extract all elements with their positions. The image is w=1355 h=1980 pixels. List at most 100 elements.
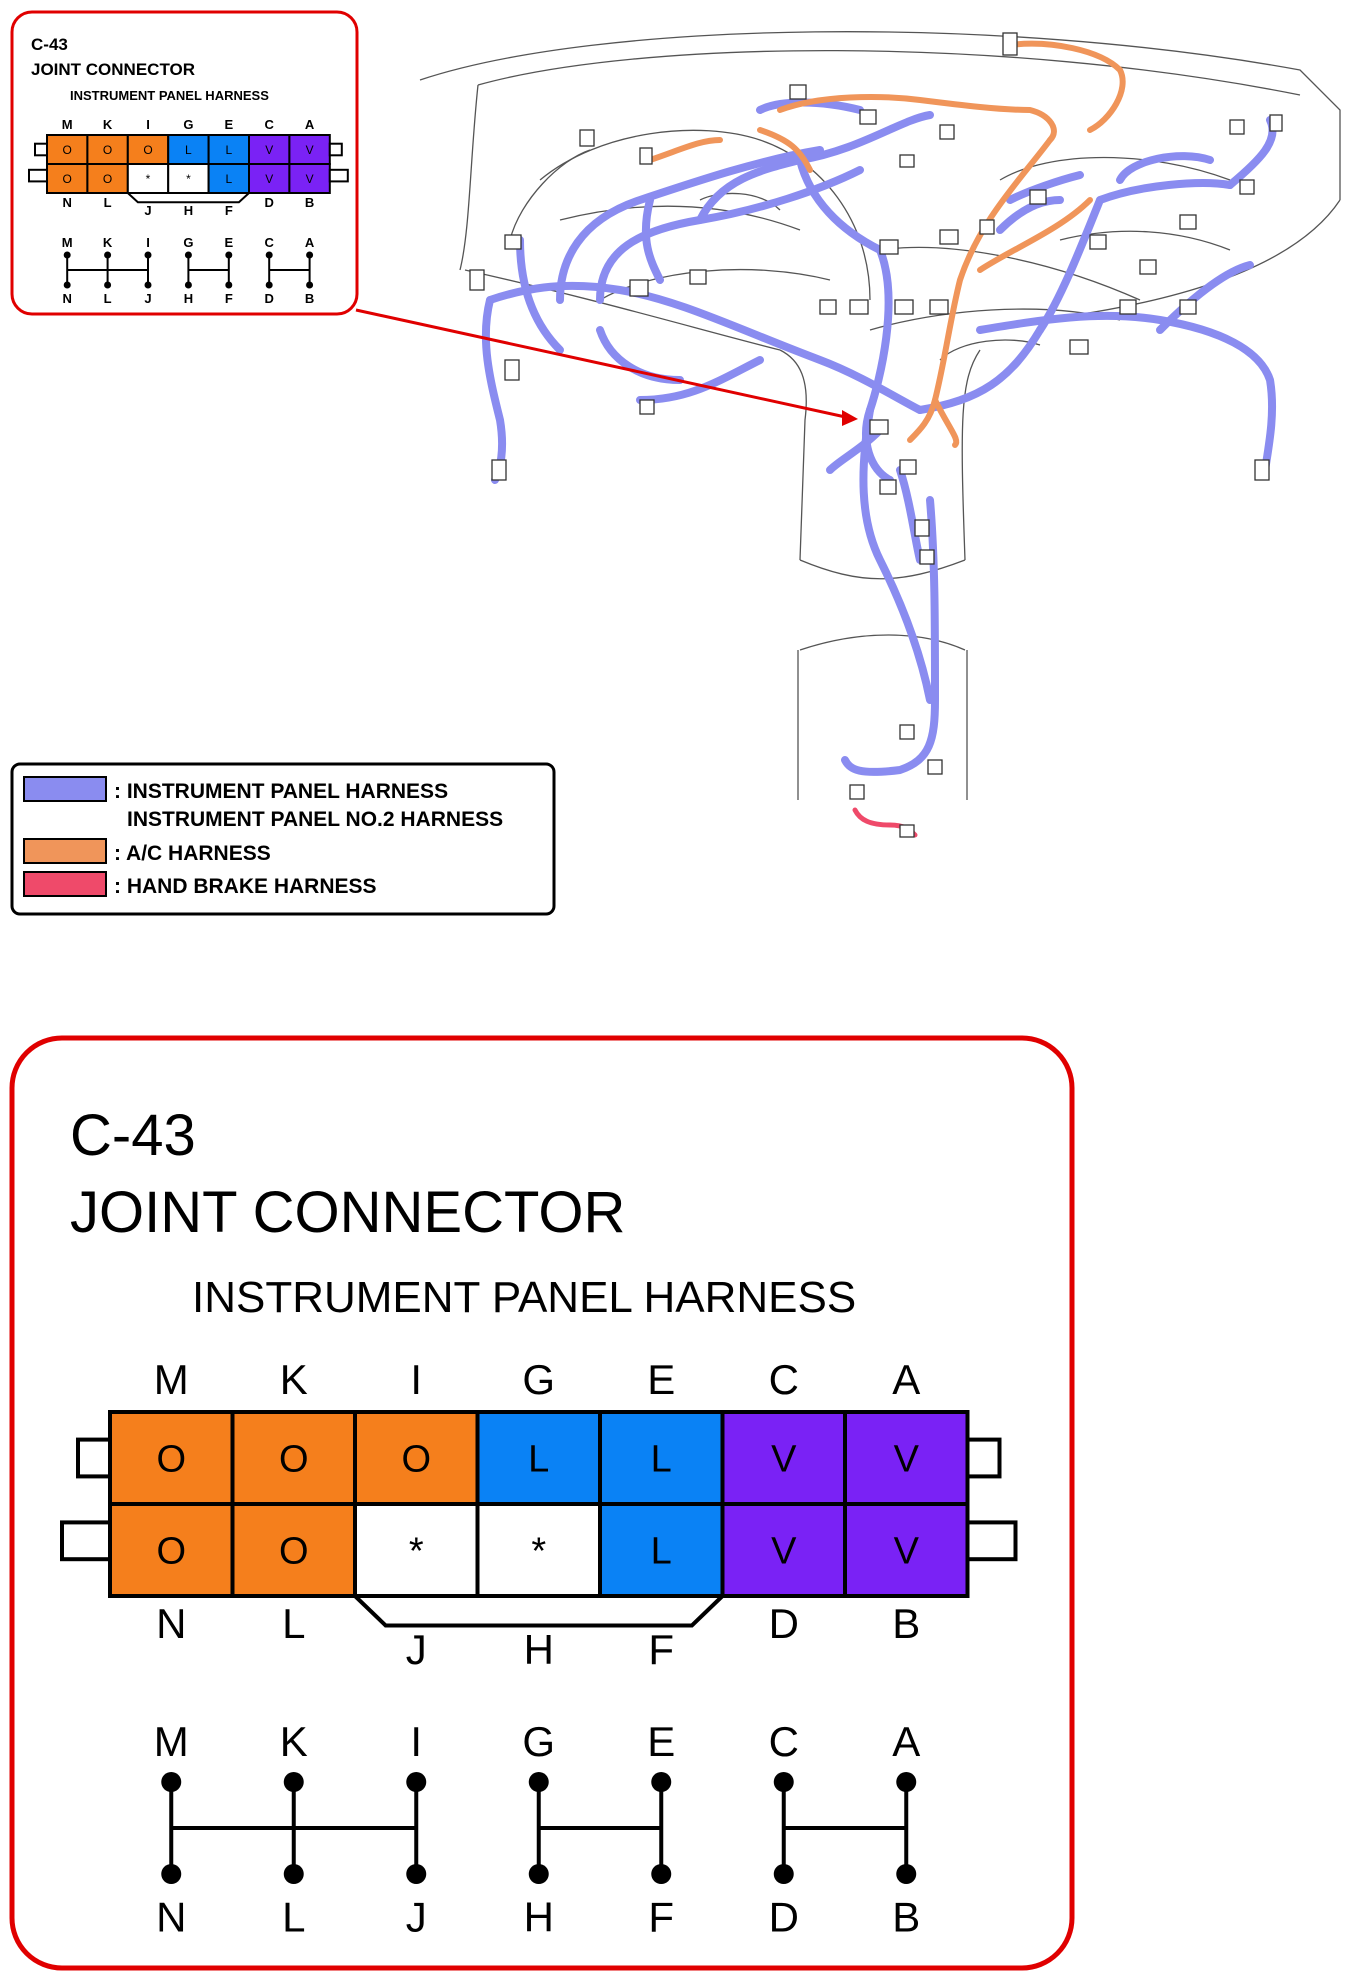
undefined-joint-terminal — [773, 1772, 794, 1792]
undefined-joint-terminal — [104, 251, 112, 259]
undefined-pin-label-bottom: D — [265, 195, 274, 210]
undefined-joint-label-top: C — [265, 235, 275, 250]
undefined-pin-label-bottom: J — [144, 203, 151, 218]
undefined-latch-right-top — [965, 1437, 1002, 1479]
undefined-joint-label-bottom: L — [282, 1894, 305, 1941]
undefined-pin-label-top: E — [224, 117, 233, 132]
undefined-latch-right-bottom — [965, 1520, 1018, 1562]
legend-swatch-ac — [23, 838, 107, 864]
inset-connector-name: JOINT CONNECTOR — [31, 60, 195, 79]
undefined-pin-label-bottom: B — [305, 195, 314, 210]
undefined-pin-label-bottom: H — [524, 1626, 554, 1673]
undefined-pin-wire-color: V — [771, 1439, 797, 1481]
undefined-connector-key — [127, 192, 250, 204]
undefined-pin-label-top: I — [410, 1356, 422, 1403]
undefined-pin-cell — [475, 1410, 602, 1506]
undefined-pin-label-top: K — [103, 117, 113, 132]
undefined-latch-right-top — [328, 142, 343, 157]
harness-legend: : INSTRUMENT PANEL HARNESS INSTRUMENT PA… — [10, 762, 556, 916]
undefined-joint-label-top: E — [224, 235, 233, 250]
undefined-pin-cell — [207, 134, 251, 165]
undefined-pin-wire-color: L — [225, 172, 232, 186]
undefined-joint-terminal — [144, 251, 152, 259]
undefined-pin-label-top: E — [647, 1356, 675, 1403]
undefined-joint-label-top: M — [154, 1718, 189, 1765]
undefined-pin-cell — [207, 163, 251, 194]
undefined-joint-terminal — [63, 281, 71, 289]
undefined-pin-label-bottom: B — [892, 1600, 920, 1647]
undefined-pin-wire-color: V — [306, 172, 314, 186]
undefined-pin-label-bottom: F — [225, 203, 233, 218]
undefined-pin-wire-color: O — [103, 172, 112, 186]
undefined-pin-wire-color: O — [279, 1439, 309, 1481]
undefined-pin-label-bottom: N — [156, 1600, 186, 1647]
undefined-pin-wire-color: V — [771, 1531, 797, 1573]
undefined-pin-wire-color: O — [63, 172, 72, 186]
undefined-pin-label-top: C — [265, 117, 275, 132]
undefined-joint-terminal — [225, 251, 233, 259]
undefined-latch-left-bottom — [28, 168, 48, 183]
undefined-pin-wire-color: V — [265, 172, 273, 186]
undefined-joint-terminal — [306, 251, 314, 259]
undefined-latch-left-top — [34, 142, 48, 157]
undefined-joint-label-top: K — [280, 1718, 308, 1765]
undefined-pin-label-bottom: H — [184, 203, 193, 218]
undefined-pin-cell — [288, 163, 331, 194]
undefined-pin-wire-color: O — [279, 1531, 309, 1573]
undefined-joint-terminal — [896, 1864, 917, 1884]
undefined-pin-label-top: K — [280, 1356, 308, 1403]
undefined-pin-label-bottom: J — [406, 1626, 427, 1673]
undefined-joint-terminal — [161, 1864, 182, 1884]
undefined-latch-left-top — [76, 1437, 112, 1479]
instrument-panel-illustration — [419, 31, 1341, 800]
undefined-pin-wire-color: V — [894, 1531, 920, 1573]
undefined-pin-wire-color: * — [409, 1531, 424, 1573]
undefined-pin-wire-color: L — [225, 143, 232, 157]
undefined-pin-wire-color: * — [146, 172, 151, 186]
legend-frame — [10, 762, 556, 916]
undefined-pin-label-top: M — [62, 117, 73, 132]
undefined-joint-label-bottom: D — [769, 1894, 799, 1941]
undefined-pin-wire-color: O — [143, 143, 152, 157]
undefined-joint-terminal — [144, 281, 152, 289]
undefined-joint-label-bottom: D — [265, 291, 274, 306]
undefined-joint-terminal — [104, 281, 112, 289]
undefined-pin-cell — [248, 163, 291, 194]
legend-label-instrument-panel-no2: INSTRUMENT PANEL NO.2 HARNESS — [127, 808, 503, 831]
undefined-joint-label-bottom: H — [524, 1894, 554, 1941]
undefined-pin-wire-color: L — [651, 1531, 672, 1573]
undefined-pin-cell — [843, 1502, 970, 1598]
undefined-joint-terminal — [283, 1864, 304, 1884]
undefined-joint-terminal — [406, 1772, 427, 1792]
legend-swatch-instrument-panel — [23, 776, 107, 802]
legend-label-hand-brake: : HAND BRAKE HARNESS — [114, 875, 377, 898]
undefined-pin-cell — [230, 1502, 357, 1598]
undefined-connector-key — [353, 1594, 724, 1628]
undefined-joint-terminal — [265, 281, 273, 289]
undefined-joint-terminal — [773, 1864, 794, 1884]
undefined-pin-cell — [126, 134, 170, 165]
undefined-joint-label-bottom: J — [144, 291, 151, 306]
legend-swatch-hand-brake — [23, 871, 107, 897]
undefined-joint-label-top: M — [62, 235, 73, 250]
undefined-latch-right-bottom — [328, 168, 349, 183]
undefined-joint-label-top: G — [522, 1718, 555, 1765]
undefined-joint-label-bottom: F — [648, 1894, 674, 1941]
undefined-latch-left-bottom — [60, 1520, 112, 1562]
undefined-joint-terminal — [225, 281, 233, 289]
undefined-pin-wire-color: O — [103, 143, 112, 157]
detail-harness-name: INSTRUMENT PANEL HARNESS — [192, 1273, 856, 1322]
undefined-joint-label-top: G — [183, 235, 193, 250]
undefined-joint-label-top: I — [146, 235, 150, 250]
undefined-pin-wire-color: O — [156, 1439, 186, 1481]
undefined-joint-terminal — [63, 251, 71, 259]
undefined-pin-label-top: A — [892, 1356, 920, 1403]
harness-connector-blocks — [469, 32, 1283, 838]
undefined-pin-label-top: C — [769, 1356, 799, 1403]
undefined-pin-label-bottom: N — [63, 195, 72, 210]
inset-connector-code: C-43 — [31, 35, 68, 54]
undefined-joint-label-bottom: F — [225, 291, 233, 306]
undefined-joint-terminal — [651, 1864, 672, 1884]
